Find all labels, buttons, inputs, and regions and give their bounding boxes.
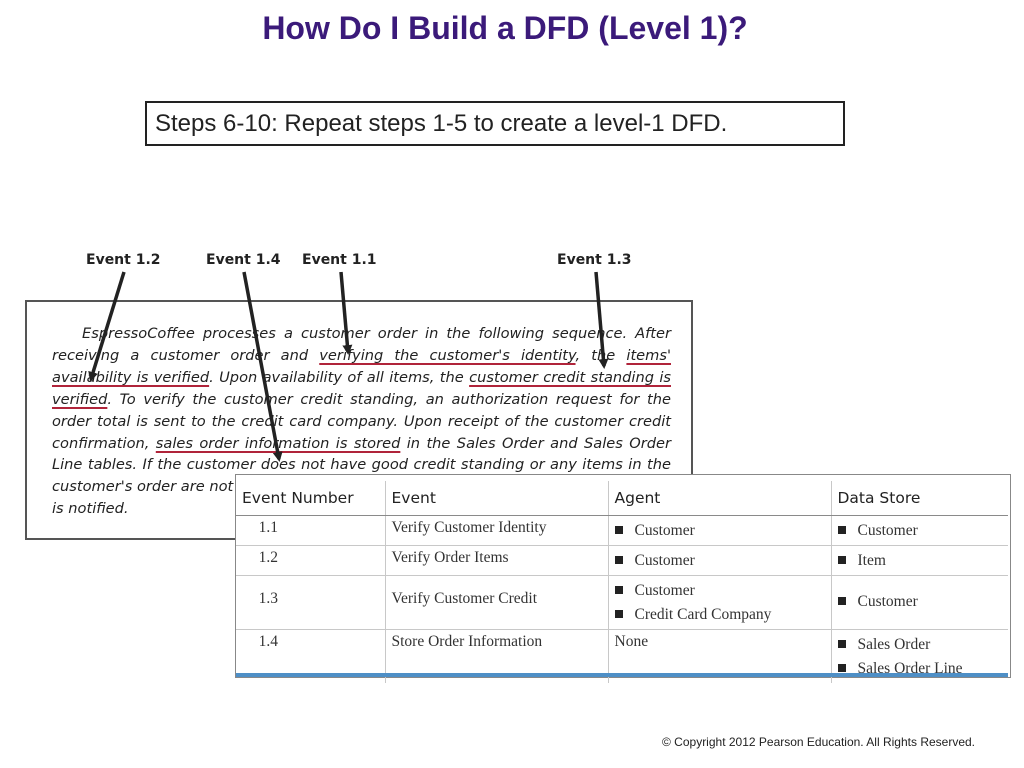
- cell-event: Verify Order Items: [385, 545, 609, 576]
- table-bottom-rule: [236, 673, 1008, 677]
- underline-items-availability: items': [626, 346, 671, 364]
- header-event: Event: [385, 481, 609, 516]
- passage-line: verified. To verify the customer credit …: [52, 390, 671, 408]
- cell-agent: Customer: [608, 515, 832, 546]
- underline-verify-identity: verifying the customer's identity: [319, 346, 576, 364]
- table-row: 1.1 Verify Customer Identity Customer Cu…: [236, 515, 1008, 546]
- passage-line: order total is sent to the credit card c…: [52, 412, 671, 430]
- cell-event-number: 1.1: [236, 515, 386, 546]
- passage-line: customer's order are not: [52, 478, 234, 496]
- event-label-1-1: Event 1.1: [302, 252, 377, 268]
- bullet-square-icon: [837, 556, 846, 564]
- slide-title: How Do I Build a DFD (Level 1)?: [262, 10, 748, 46]
- cell-data-store: Sales Order Sales Order Line: [831, 630, 1008, 684]
- passage-line: EspressoCoffee processes a customer orde…: [82, 325, 671, 342]
- event-label-1-2: Event 1.2: [86, 252, 161, 268]
- event-table: Event Number Event Agent Data Store 1.1 …: [236, 481, 1008, 683]
- table-row: 1.3 Verify Customer Credit Customer Cred…: [236, 575, 1008, 630]
- bullet-square-icon: [614, 610, 623, 618]
- underline-credit-standing: customer credit standing is: [469, 368, 671, 386]
- bullet-square-icon: [837, 664, 846, 672]
- event-label-1-4: Event 1.4: [206, 252, 281, 268]
- passage-line: Line tables. If the customer does not ha…: [52, 456, 671, 474]
- passage-line: confirmation, sales order information is…: [52, 434, 671, 452]
- cell-event-number: 1.3: [236, 575, 386, 630]
- cell-agent: Customer: [608, 545, 832, 576]
- narrative-passage-box: EspressoCoffee processes a customer orde…: [25, 300, 693, 540]
- passage-line: availability is verified. Upon availabil…: [52, 368, 671, 386]
- bullet-square-icon: [837, 597, 846, 605]
- cell-event-number: 1.2: [236, 545, 386, 576]
- underline-store-order: sales order information is stored: [155, 434, 401, 452]
- event-label-1-3: Event 1.3: [557, 252, 632, 268]
- bullet-square-icon: [614, 586, 623, 594]
- table-header-row: Event Number Event Agent Data Store: [236, 481, 1008, 516]
- passage-line: is notified.: [52, 500, 129, 518]
- steps-textbox: Steps 6-10: Repeat steps 1-5 to create a…: [145, 101, 845, 146]
- cell-agent: Customer Credit Card Company: [608, 575, 832, 630]
- cell-data-store: Customer: [831, 515, 1008, 546]
- bullet-square-icon: [837, 526, 846, 534]
- header-data-store: Data Store: [831, 481, 1008, 516]
- cell-data-store: Item: [831, 545, 1008, 576]
- bullet-square-icon: [614, 526, 623, 534]
- table-row: 1.2 Verify Order Items Customer Item: [236, 545, 1008, 576]
- cell-data-store: Customer: [831, 575, 1008, 630]
- passage-line: receiving a customer order and verifying…: [52, 346, 671, 364]
- copyright-notice: © Copyright 2012 Pearson Education. All …: [662, 735, 976, 749]
- bullet-square-icon: [837, 640, 846, 648]
- cell-event: Verify Customer Credit: [385, 575, 609, 630]
- header-agent: Agent: [608, 481, 832, 516]
- event-table-panel: Event Number Event Agent Data Store 1.1 …: [235, 474, 1011, 683]
- header-event-number: Event Number: [236, 481, 386, 516]
- cell-event: Verify Customer Identity: [385, 515, 609, 546]
- bullet-square-icon: [614, 556, 623, 564]
